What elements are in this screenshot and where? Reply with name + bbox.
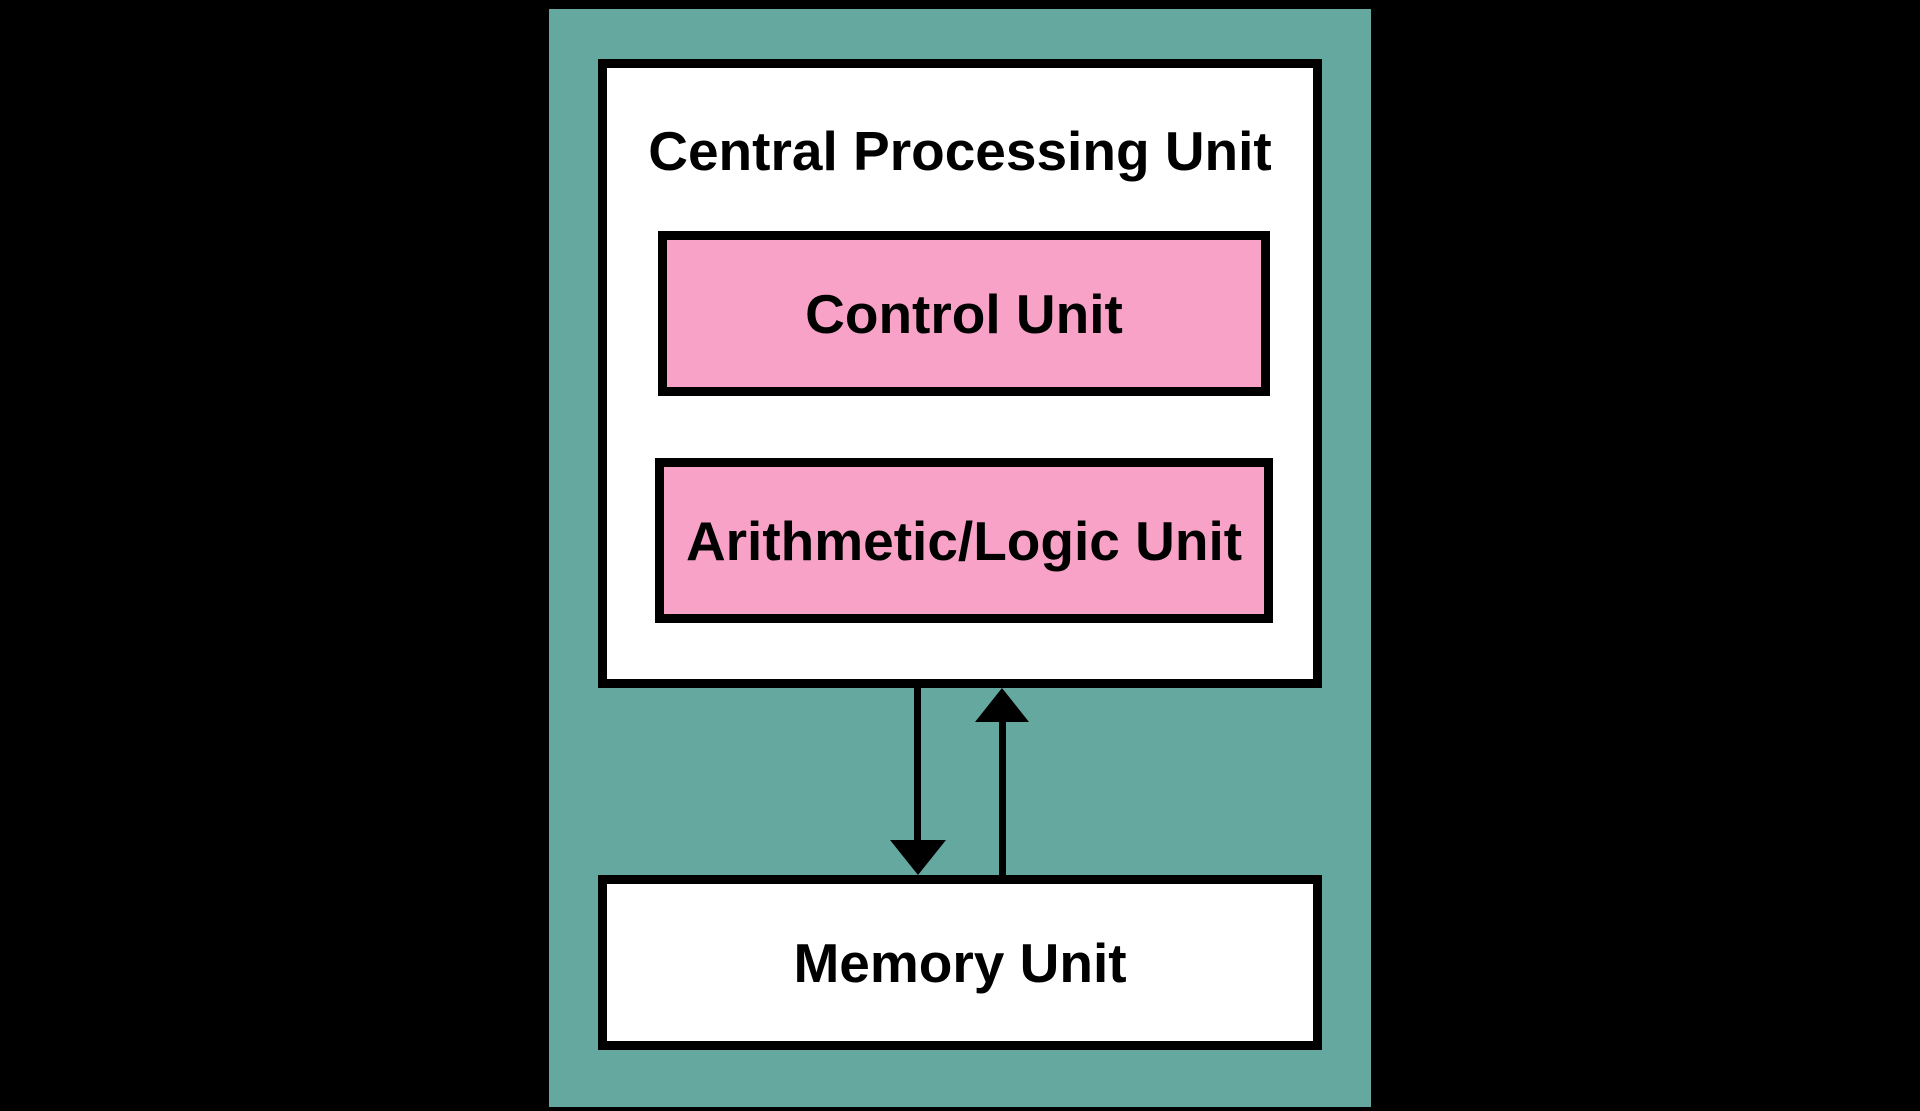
memory-unit-label: Memory Unit [793, 931, 1127, 994]
control-unit-label: Control Unit [805, 282, 1123, 345]
arrow-down-line [914, 688, 921, 842]
memory-unit-box: Memory Unit [598, 875, 1322, 1050]
control-unit-box: Control Unit [658, 231, 1270, 396]
cpu-box: Central Processing Unit Control Unit Ari… [598, 59, 1322, 688]
alu-label: Arithmetic/Logic Unit [685, 509, 1243, 572]
alu-box: Arithmetic/Logic Unit [655, 458, 1273, 623]
cpu-title: Central Processing Unit [648, 120, 1272, 182]
arrow-up-icon [975, 688, 1029, 722]
arrow-up-line [999, 720, 1006, 875]
arrow-down-icon [890, 840, 946, 875]
